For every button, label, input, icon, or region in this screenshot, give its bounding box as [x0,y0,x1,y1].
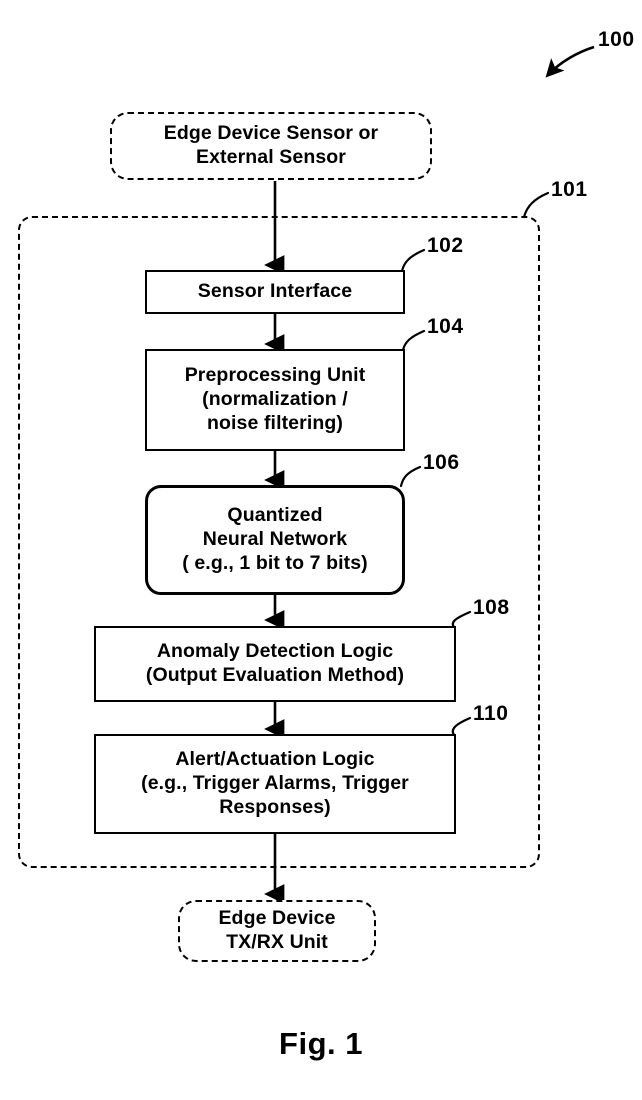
node-preprocessing-unit-label: Preprocessing Unit (normalization / nois… [184,364,366,434]
ref-numeral-108: 108 [473,596,510,619]
ref-numeral-110: 110 [473,702,509,725]
figure-caption: Fig. 1 [279,1026,363,1061]
node-sensor-interface-label: Sensor Interface [197,280,353,303]
node-alert-actuation-logic-label: Alert/Actuation Logic (e.g., Trigger Ala… [141,748,409,818]
node-quantized-neural-network[interactable]: Quantized Neural Network ( e.g., 1 bit t… [145,485,405,595]
ref-numeral-100: 100 [598,28,635,51]
node-sensor-interface[interactable]: Sensor Interface [145,270,405,314]
node-quantized-neural-network-label: Quantized Neural Network ( e.g., 1 bit t… [182,504,368,574]
node-txrx-unit-label: Edge Device TX/RX Unit [218,907,336,953]
node-preprocessing-unit[interactable]: Preprocessing Unit (normalization / nois… [145,349,405,451]
ref-numeral-104: 104 [427,315,464,338]
node-sensor-source-label: Edge Device Sensor or External Sensor [163,122,379,168]
ref-numeral-102: 102 [427,234,464,257]
system-boundary-101 [18,216,540,868]
node-txrx-unit[interactable]: Edge Device TX/RX Unit [178,900,376,962]
node-sensor-source[interactable]: Edge Device Sensor or External Sensor [110,112,432,180]
node-alert-actuation-logic[interactable]: Alert/Actuation Logic (e.g., Trigger Ala… [94,734,456,834]
leader-101 [522,191,550,219]
ref-arrow-100 [545,45,595,78]
node-anomaly-detection-logic-label: Anomaly Detection Logic (Output Evaluati… [145,640,405,686]
ref-numeral-101: 101 [551,178,588,201]
node-anomaly-detection-logic[interactable]: Anomaly Detection Logic (Output Evaluati… [94,626,456,702]
ref-numeral-106: 106 [423,451,460,474]
